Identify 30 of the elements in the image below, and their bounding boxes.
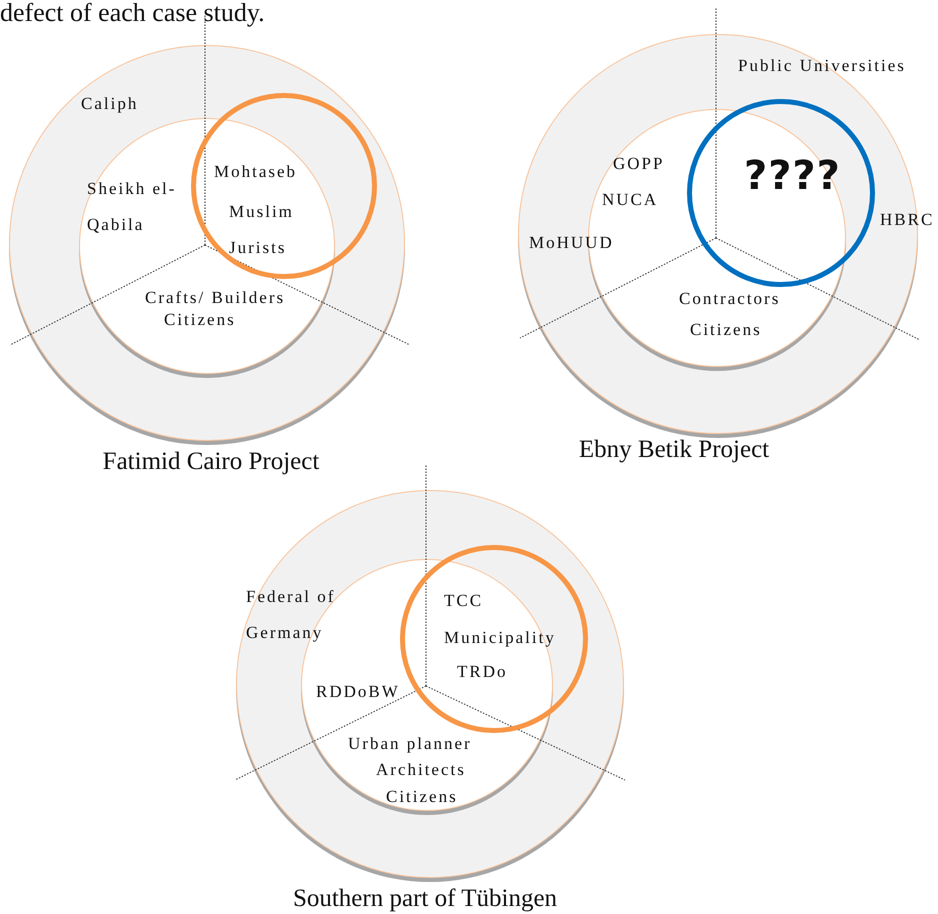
highlight-label: TRDo <box>457 661 508 683</box>
inner-label: NUCA <box>602 189 658 211</box>
ring-label: Caliph <box>81 93 138 115</box>
ring-label: Public Universities <box>738 55 906 77</box>
ring-label: MoHUUD <box>529 232 614 254</box>
inner-label: Citizens <box>690 319 762 341</box>
diagram-caption: Fatimid Cairo Project <box>102 448 320 476</box>
inner-label: RDDoBW <box>316 681 400 703</box>
diagram-caption: Southern part of Tübingen <box>292 885 558 913</box>
inner-label: Sheikh el-Qabila <box>87 178 178 236</box>
highlight-label: ???? <box>744 152 841 201</box>
inner-label: Urban planner <box>348 733 472 755</box>
ring-label: Federal of Germany <box>246 586 336 644</box>
inner-label: Citizens <box>386 786 458 808</box>
highlight-label: Jurists <box>229 237 286 259</box>
highlight-label: Mohtaseb <box>214 161 298 183</box>
inner-label: Citizens <box>164 309 236 331</box>
highlight-circle <box>687 99 875 287</box>
inner-label: Contractors <box>679 288 780 310</box>
inner-label: Architects <box>376 759 466 781</box>
ring-label: HBRC <box>880 209 934 231</box>
inner-label: GOPP <box>613 153 664 175</box>
highlight-label: TCC <box>444 590 484 612</box>
diagram-caption: Ebny Betik Project <box>578 436 770 464</box>
highlight-label: Municipality <box>444 627 556 649</box>
inner-label: Crafts/ Builders <box>145 287 286 309</box>
cut-off-heading: defect of each case study. <box>0 0 265 26</box>
highlight-circle <box>191 93 377 279</box>
highlight-circle <box>400 545 588 733</box>
highlight-label: Muslim <box>229 201 294 223</box>
